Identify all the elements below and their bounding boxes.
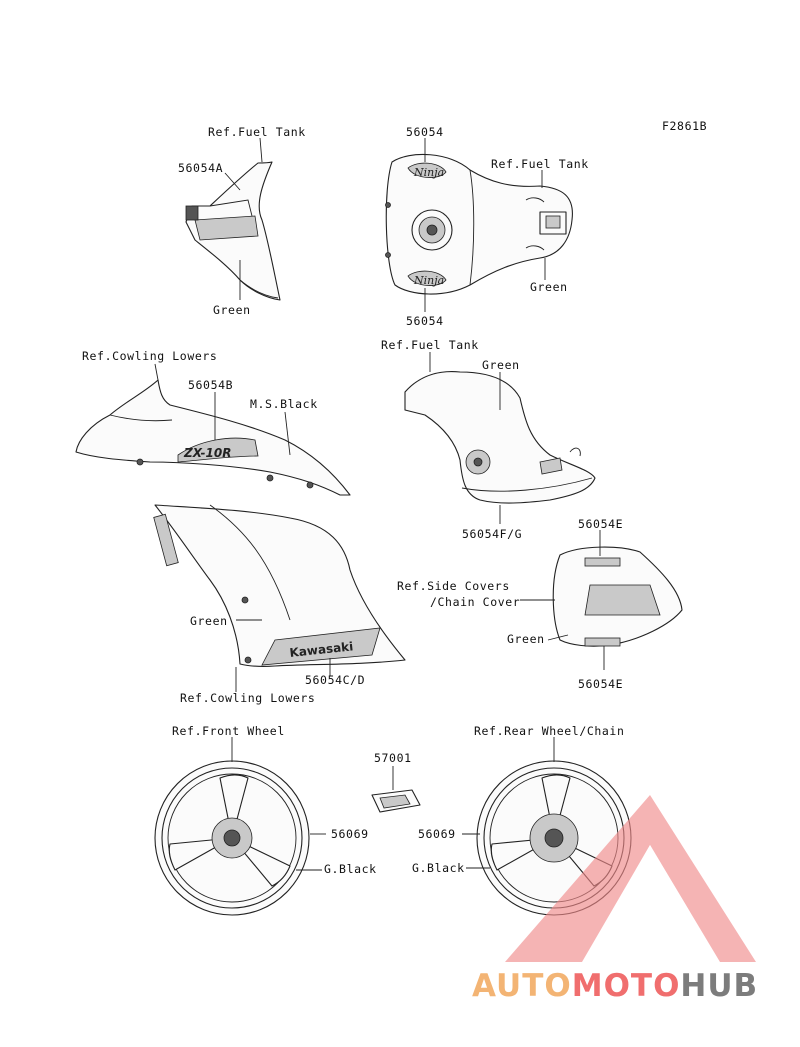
automotohub-watermark: AUTOMOTOHUB — [472, 795, 758, 1004]
label-green-1: Green — [213, 303, 251, 317]
side-logo: Kawasaki — [289, 639, 354, 660]
label-56069-left: 56069 — [331, 827, 369, 841]
tank-logo-lower: Ninja — [413, 274, 444, 287]
label-ref-cowling-lowers-2: Ref.Cowling Lowers — [180, 691, 315, 705]
tool-bracket-illustration — [371, 789, 421, 813]
fuel-tank-top-illustration: Ninja Ninja — [385, 153, 573, 295]
fuel-tank-side-illustration — [404, 371, 596, 504]
label-56054b: 56054B — [188, 378, 233, 392]
label-56054-bottom: 56054 — [406, 314, 444, 328]
label-56054a: 56054A — [178, 161, 223, 175]
label-green-5: Green — [507, 632, 545, 646]
label-56054cd: 56054C/D — [305, 673, 365, 687]
watermark-auto: AUTO — [472, 968, 572, 1004]
label-green-2: Green — [530, 280, 568, 294]
label-56054-top: 56054 — [406, 125, 444, 139]
label-ref-side-covers: Ref.Side Covers — [397, 579, 510, 593]
label-56069-right: 56069 — [418, 827, 456, 841]
label-56054e-bottom: 56054E — [578, 677, 623, 691]
label-chain-cover: /Chain Cover — [430, 595, 520, 609]
label-ref-fuel-tank-1: Ref.Fuel Tank — [208, 125, 306, 139]
label-green-4: Green — [190, 614, 228, 628]
diagram-code: F2861B — [662, 119, 707, 133]
label-ref-fuel-tank-3: Ref.Fuel Tank — [381, 338, 479, 352]
upper-cowl-illustration: ZX-10R — [75, 379, 351, 496]
watermark-hub: HUB — [680, 968, 758, 1004]
label-ref-rear-wheel: Ref.Rear Wheel/Chain — [474, 724, 624, 738]
tank-logo-upper: Ninja — [413, 166, 444, 179]
tank-front-cover-illustration — [185, 161, 281, 301]
front-wheel-illustration — [154, 760, 310, 916]
label-57001: 57001 — [374, 751, 412, 765]
label-ref-fuel-tank-2: Ref.Fuel Tank — [491, 157, 589, 171]
tail-cover-illustration — [552, 546, 683, 647]
label-ref-front-wheel: Ref.Front Wheel — [172, 724, 285, 738]
label-g-black-left: G.Black — [324, 862, 377, 876]
watermark-moto: MOTO — [572, 968, 681, 1004]
label-ref-cowling-lowers-1: Ref.Cowling Lowers — [82, 349, 217, 363]
label-ms-black: M.S.Black — [250, 397, 318, 411]
label-green-3: Green — [482, 358, 520, 372]
side-fairing-illustration: Kawasaki — [153, 504, 406, 667]
label-g-black-right: G.Black — [412, 861, 465, 875]
label-56054fg: 56054F/G — [462, 527, 522, 541]
watermark-triangle-icon — [505, 795, 756, 962]
label-56054e-top: 56054E — [578, 517, 623, 531]
cowl-logo: ZX-10R — [183, 446, 231, 460]
svg-text:AUTOMOTOHUB: AUTOMOTOHUB — [472, 968, 758, 1004]
